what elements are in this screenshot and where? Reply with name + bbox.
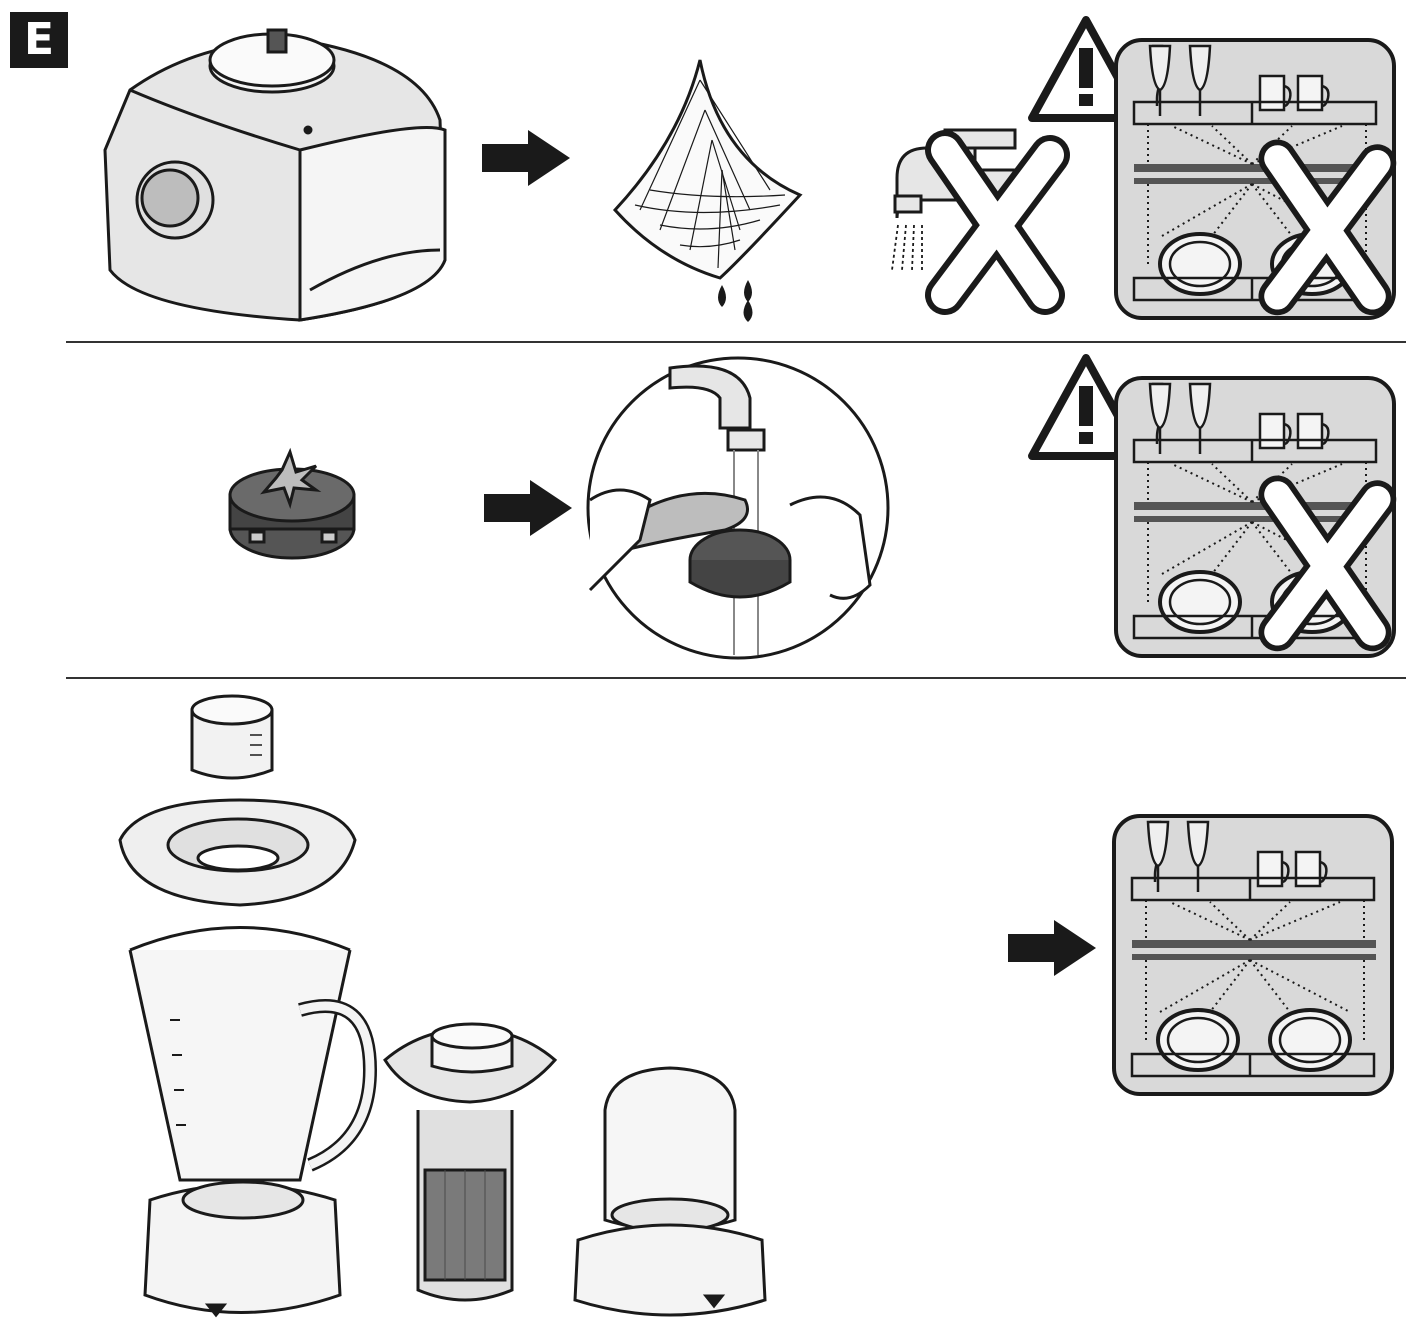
blender-jug-icon bbox=[118, 798, 378, 1318]
brush-under-tap-icon bbox=[586, 356, 890, 660]
measuring-cup-icon bbox=[190, 694, 274, 780]
arrow-right-icon bbox=[1008, 920, 1096, 976]
row-divider-1 bbox=[66, 341, 1406, 343]
dishwasher-icon bbox=[1112, 814, 1394, 1096]
damp-cloth-icon bbox=[612, 59, 803, 322]
row-divider-2 bbox=[66, 677, 1406, 679]
blade-unit-illustration bbox=[228, 447, 356, 560]
arrow-right-icon bbox=[482, 130, 570, 186]
section-badge: E bbox=[10, 12, 68, 68]
filter-insert-icon bbox=[383, 1022, 558, 1302]
motor-base-illustration bbox=[103, 28, 447, 322]
mill-attachment-icon bbox=[573, 1066, 767, 1317]
arrow-right-icon bbox=[484, 480, 572, 536]
